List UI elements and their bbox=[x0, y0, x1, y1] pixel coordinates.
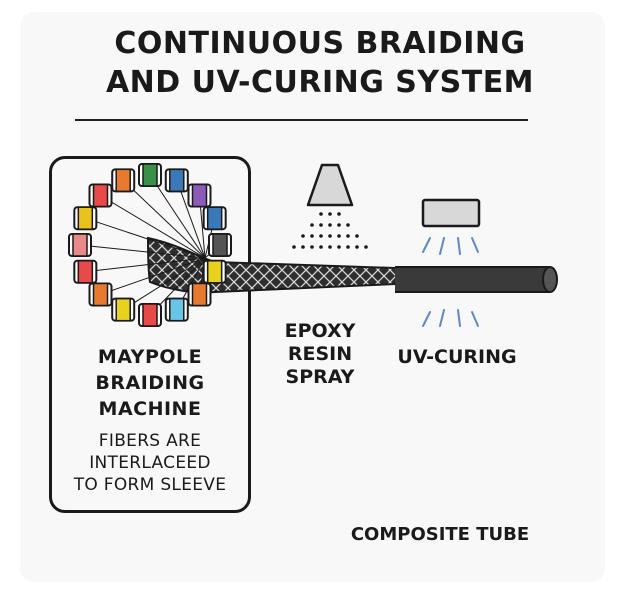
tube-body bbox=[395, 267, 550, 292]
spool-icon bbox=[111, 297, 136, 322]
spray-droplet bbox=[346, 234, 350, 238]
spool-icon bbox=[88, 282, 113, 307]
spoke-line bbox=[122, 257, 206, 311]
spray-droplet bbox=[328, 245, 332, 249]
spool-icon bbox=[73, 259, 98, 284]
spray-droplet bbox=[292, 245, 296, 249]
spray-droplet bbox=[328, 234, 332, 238]
machine-desc-line: FIBERS ARE bbox=[98, 431, 202, 451]
braiding-machine-panel bbox=[49, 156, 251, 513]
spray-label-line: SPRAY bbox=[285, 366, 355, 388]
spoke-line bbox=[100, 257, 206, 295]
spray-droplet bbox=[337, 223, 341, 227]
uv-ray bbox=[471, 311, 479, 327]
spray-droplet bbox=[346, 245, 350, 249]
diagram-title: CONTINUOUS BRAIDING AND UV-CURING SYSTEM bbox=[0, 24, 640, 102]
spray-droplet bbox=[328, 212, 332, 216]
spray-label-line: RESIN bbox=[287, 343, 353, 365]
uv-ray bbox=[422, 311, 431, 327]
machine-name-line: MAYPOLE bbox=[97, 346, 203, 368]
uv-ray bbox=[422, 237, 431, 253]
spray-droplet bbox=[346, 223, 350, 227]
spool-icon bbox=[73, 206, 98, 231]
spool-icon bbox=[164, 168, 189, 193]
spoke-line bbox=[85, 217, 206, 259]
spray-nozzle-icon bbox=[306, 163, 354, 207]
uv-ray bbox=[457, 309, 461, 327]
uv-ray bbox=[439, 237, 445, 255]
spoke-line bbox=[176, 180, 206, 259]
uv-lamp-icon bbox=[421, 198, 481, 228]
title-line-2: AND UV-CURING SYSTEM bbox=[105, 65, 535, 100]
spoke-line bbox=[122, 179, 206, 259]
spray-droplet bbox=[337, 234, 341, 238]
spray-droplet bbox=[337, 245, 341, 249]
spray-droplet bbox=[310, 223, 314, 227]
spray-droplet bbox=[319, 223, 323, 227]
spray-droplet bbox=[301, 245, 305, 249]
machine-name-line: MACHINE bbox=[98, 398, 202, 420]
title-line-1: CONTINUOUS BRAIDING bbox=[114, 26, 526, 61]
spray-droplet bbox=[310, 245, 314, 249]
background-card bbox=[20, 12, 605, 582]
composite-tube-label: COMPOSITE TUBE bbox=[350, 524, 530, 545]
uv-ray bbox=[471, 237, 479, 253]
machine-description: FIBERS ARE INTERLACEED TO FORM SLEEVE bbox=[52, 430, 248, 496]
spool-icon bbox=[202, 206, 227, 231]
spray-droplet bbox=[319, 212, 323, 216]
spoke-line bbox=[100, 195, 206, 259]
machine-name-label: MAYPOLE BRAIDING MACHINE bbox=[52, 344, 248, 422]
spool-icon bbox=[164, 297, 189, 322]
machine-desc-line: INTERLACEED bbox=[89, 453, 211, 473]
uv-ray bbox=[439, 309, 445, 327]
composite-tube bbox=[395, 266, 558, 293]
spray-droplet bbox=[319, 234, 323, 238]
tube-end bbox=[542, 266, 558, 293]
title-divider bbox=[75, 119, 528, 121]
spool-icon bbox=[111, 168, 136, 193]
spool-icon bbox=[202, 259, 227, 284]
spool-icon bbox=[187, 282, 212, 307]
uv-ray bbox=[457, 237, 461, 255]
spray-droplet bbox=[355, 245, 359, 249]
spool-icon bbox=[88, 183, 113, 208]
spray-mist bbox=[292, 212, 368, 249]
spoke-line bbox=[79, 244, 206, 259]
spray-droplet bbox=[319, 245, 323, 249]
spray-label: EPOXY RESIN SPRAY bbox=[280, 320, 360, 389]
machine-desc-line: TO FORM SLEEVE bbox=[73, 475, 227, 495]
spoke-line bbox=[149, 174, 206, 259]
spray-droplet bbox=[328, 223, 332, 227]
spool-icon bbox=[187, 183, 212, 208]
spoke-line bbox=[85, 257, 206, 273]
spray-droplet bbox=[355, 234, 359, 238]
spool-ring bbox=[68, 163, 232, 327]
spool-icon bbox=[68, 233, 92, 257]
uv-curing-label: UV-CURING bbox=[397, 346, 517, 368]
spray-droplet bbox=[301, 234, 305, 238]
spray-droplet bbox=[337, 212, 341, 216]
spray-droplet bbox=[364, 245, 368, 249]
spray-label-line: EPOXY bbox=[284, 320, 356, 342]
spool-icon bbox=[138, 303, 162, 327]
spray-droplet bbox=[310, 234, 314, 238]
spool-icon bbox=[208, 233, 232, 257]
spool-icon bbox=[138, 163, 162, 187]
machine-name-line: BRAIDING bbox=[95, 372, 205, 394]
uv-rays bbox=[422, 237, 479, 327]
